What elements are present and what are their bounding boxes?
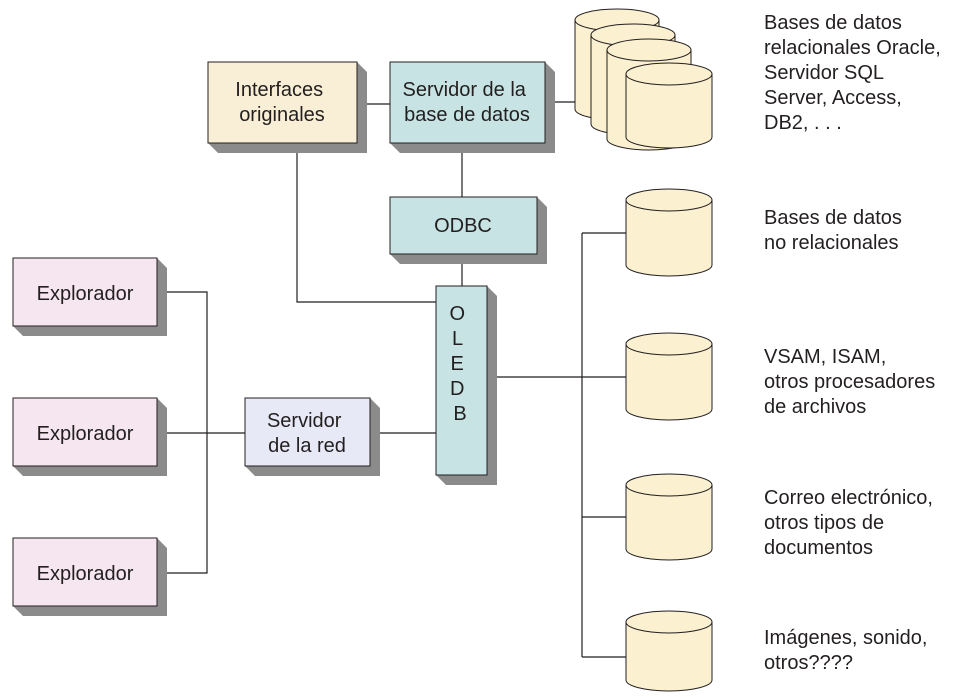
legacy-interfaces-label: Interfaces originales <box>235 79 328 126</box>
odbc-box: ODBC <box>389 196 547 264</box>
file-processors-label: VSAM, ISAM, otros procesadores de archiv… <box>764 346 941 418</box>
connector-oledb-to-datasources <box>497 232 626 658</box>
nonrelational-database-cylinder <box>625 188 713 277</box>
relational-databases-label: Bases de datos relacionales Oracle, Serv… <box>764 12 946 134</box>
legacy-interfaces-box: Interfaces originales <box>207 61 367 153</box>
db-server-label: Servidor de la base de datos <box>403 79 532 126</box>
relational-databases-stack <box>574 8 713 151</box>
oledb-box: O L E D B <box>435 285 497 485</box>
web-server-label: Servidor de la red <box>267 410 347 457</box>
file-processors-cylinder <box>625 332 713 421</box>
connector-browsers-bus <box>167 291 245 574</box>
browser-label-1: Explorador <box>37 283 134 305</box>
browser-label-2: Explorador <box>37 423 134 445</box>
connector-interfaces-to-oledb <box>296 143 436 303</box>
oledb-label: O L E D B <box>449 303 470 425</box>
media-cylinder <box>625 610 713 692</box>
nonrelational-databases-label: Bases de datos no relacionales <box>764 207 907 254</box>
browser-label-3: Explorador <box>37 563 134 585</box>
email-documents-cylinder <box>625 473 713 561</box>
db-server-box: Servidor de la base de datos <box>389 61 555 153</box>
browser-box-2: Explorador <box>12 397 167 476</box>
web-server-box: Servidor de la red <box>244 397 380 476</box>
odbc-label: ODBC <box>434 215 492 237</box>
connector-lines <box>167 101 626 658</box>
browser-box-3: Explorador <box>12 537 167 616</box>
database-cylinder-4 <box>625 62 713 149</box>
browser-box-1: Explorador <box>12 257 167 336</box>
media-label: Imágenes, sonido, otros???? <box>764 627 933 674</box>
email-documents-label: Correo electrónico, otros tipos de docum… <box>764 487 939 559</box>
